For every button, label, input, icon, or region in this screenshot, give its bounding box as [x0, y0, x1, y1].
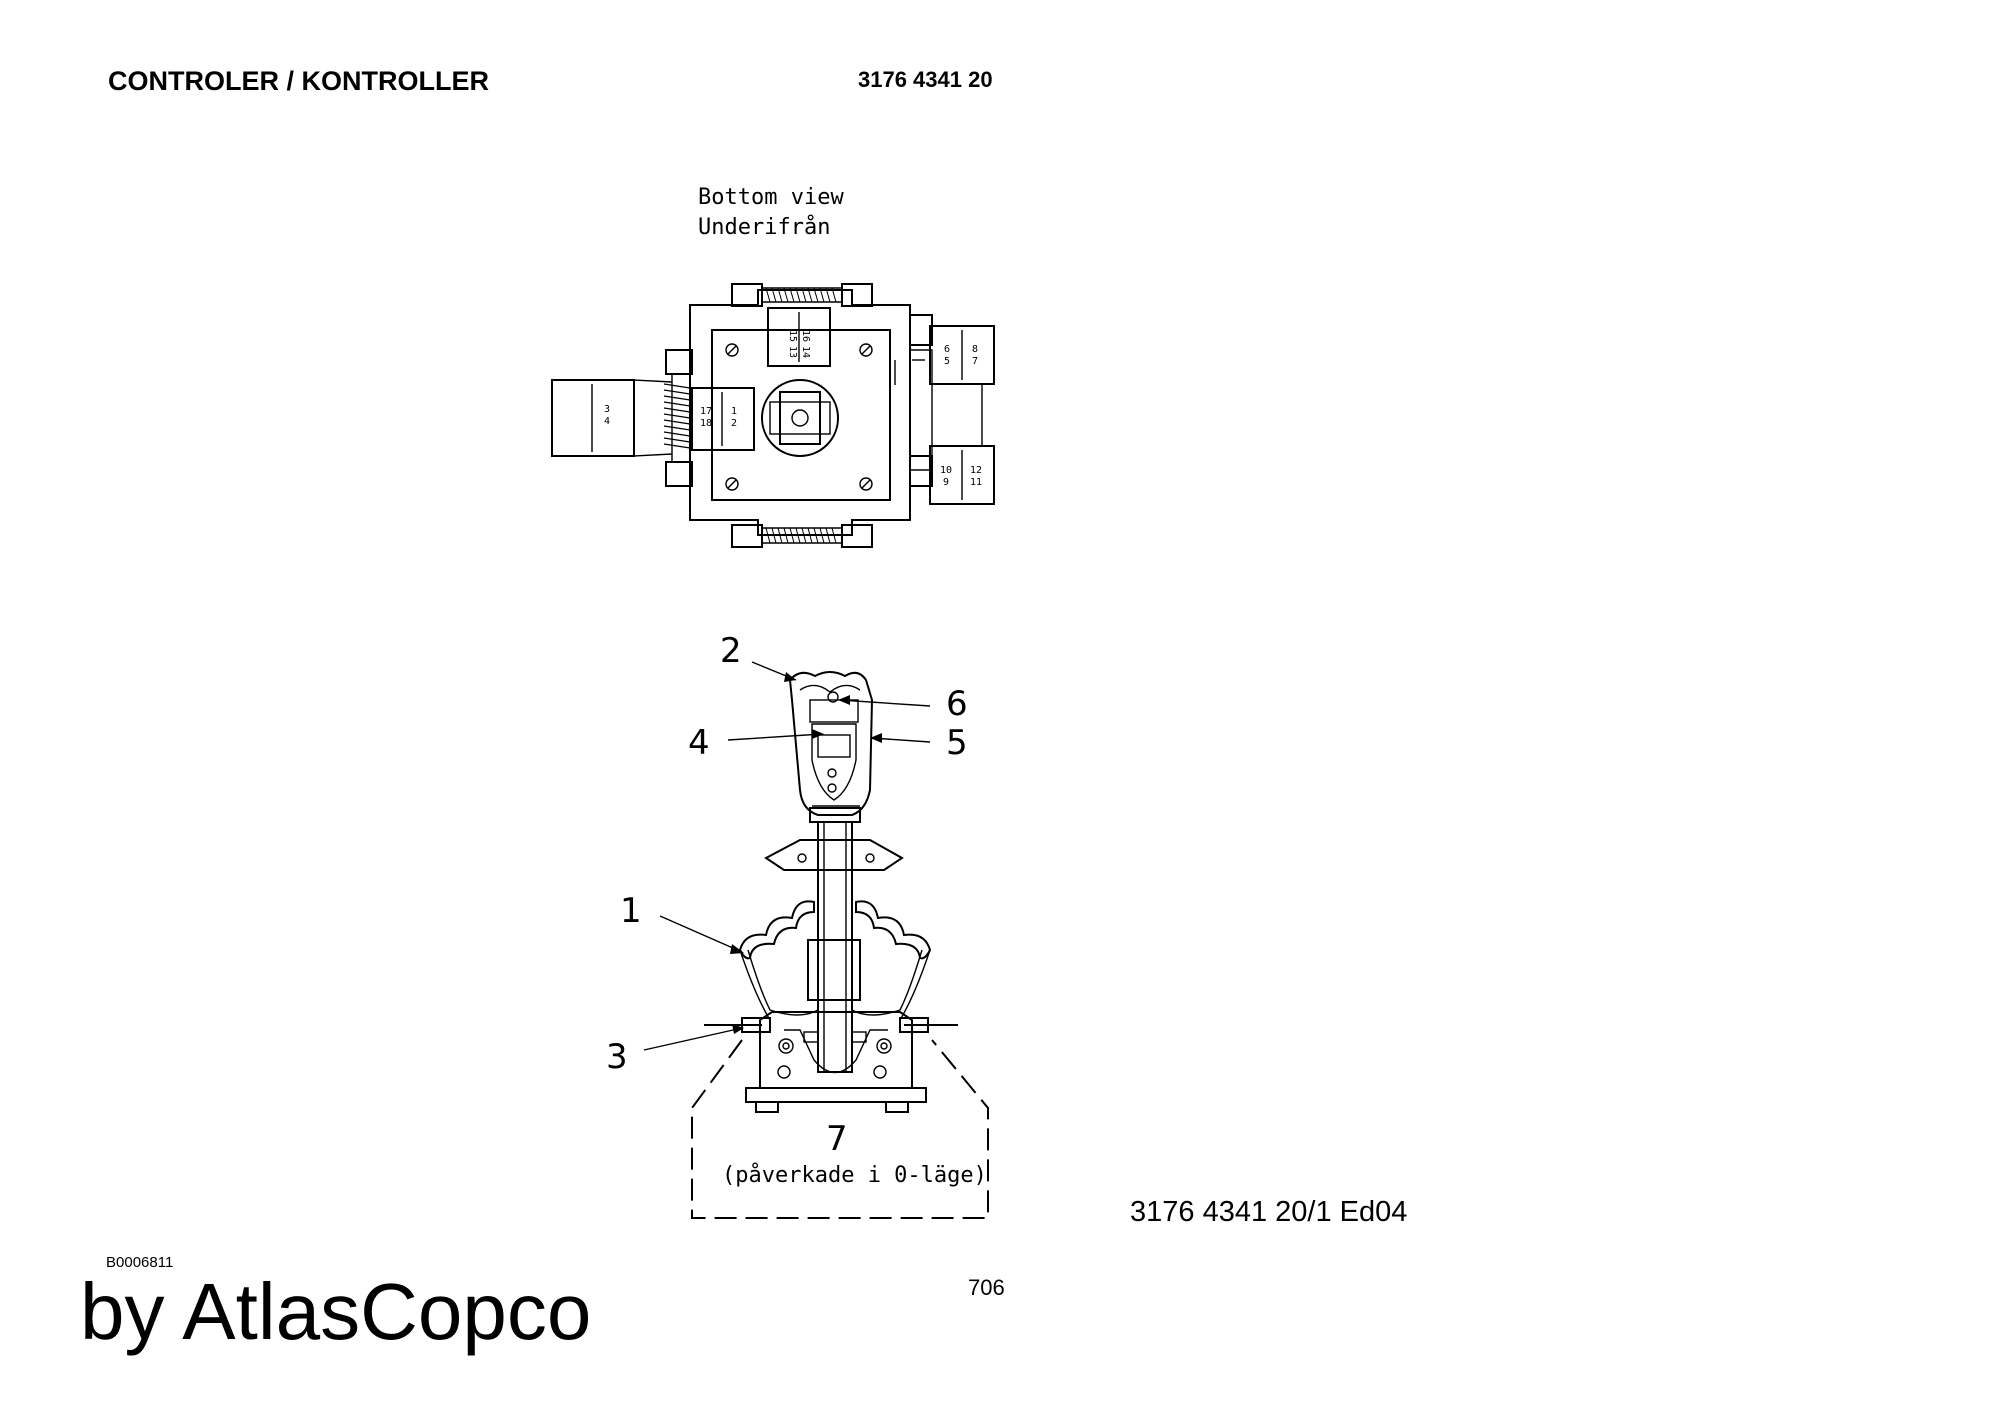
callout-5: 5 [946, 723, 968, 763]
part-number: 3176 4341 20 [858, 67, 993, 92]
callout-4: 4 [688, 723, 710, 763]
pin-label: 4 [604, 416, 610, 427]
pin-label: 11 [970, 477, 982, 488]
callout-3: 3 [606, 1037, 628, 1077]
pin-label: 1 [731, 406, 737, 417]
pin-label: 12 [970, 465, 982, 476]
callout-1: 1 [620, 891, 642, 931]
pin-label: 3 [604, 404, 610, 415]
callout-6: 6 [946, 684, 968, 724]
pin-label: 17 [700, 406, 712, 417]
bottom-view-label: Bottom view [698, 185, 844, 210]
pin-label: 9 [943, 477, 949, 488]
drawing-reference: 3176 4341 20/1 Ed04 [1130, 1196, 1408, 1228]
pin-label: 10 [940, 465, 952, 476]
pin-label: 14 [800, 346, 811, 358]
underifran-label: Underifrån [698, 214, 830, 240]
brand-watermark: by AtlasCopco [80, 1267, 592, 1356]
image-code: B0006811 [106, 1254, 174, 1271]
page-title: CONTROLER / KONTROLLER [108, 66, 489, 96]
callout-leaders [643, 661, 931, 1051]
pin-label: 6 [944, 344, 950, 355]
pin-label: 2 [731, 418, 737, 429]
zero-position-note: (påverkade i 0-läge) [722, 1162, 987, 1188]
pin-label: 7 [972, 356, 978, 367]
pin-label: 16 [800, 330, 811, 342]
pin-label: 18 [700, 418, 712, 429]
bottom-view-drawing [551, 283, 995, 548]
joystick-section-drawing [691, 671, 989, 1219]
pin-label: 13 [787, 346, 798, 358]
pin-label: 5 [944, 356, 950, 367]
page-number: 706 [968, 1275, 1005, 1300]
pin-label: 15 [787, 330, 798, 342]
callout-7: 7 [826, 1119, 848, 1159]
callout-2: 2 [720, 631, 742, 671]
pin-label: 8 [972, 344, 978, 355]
